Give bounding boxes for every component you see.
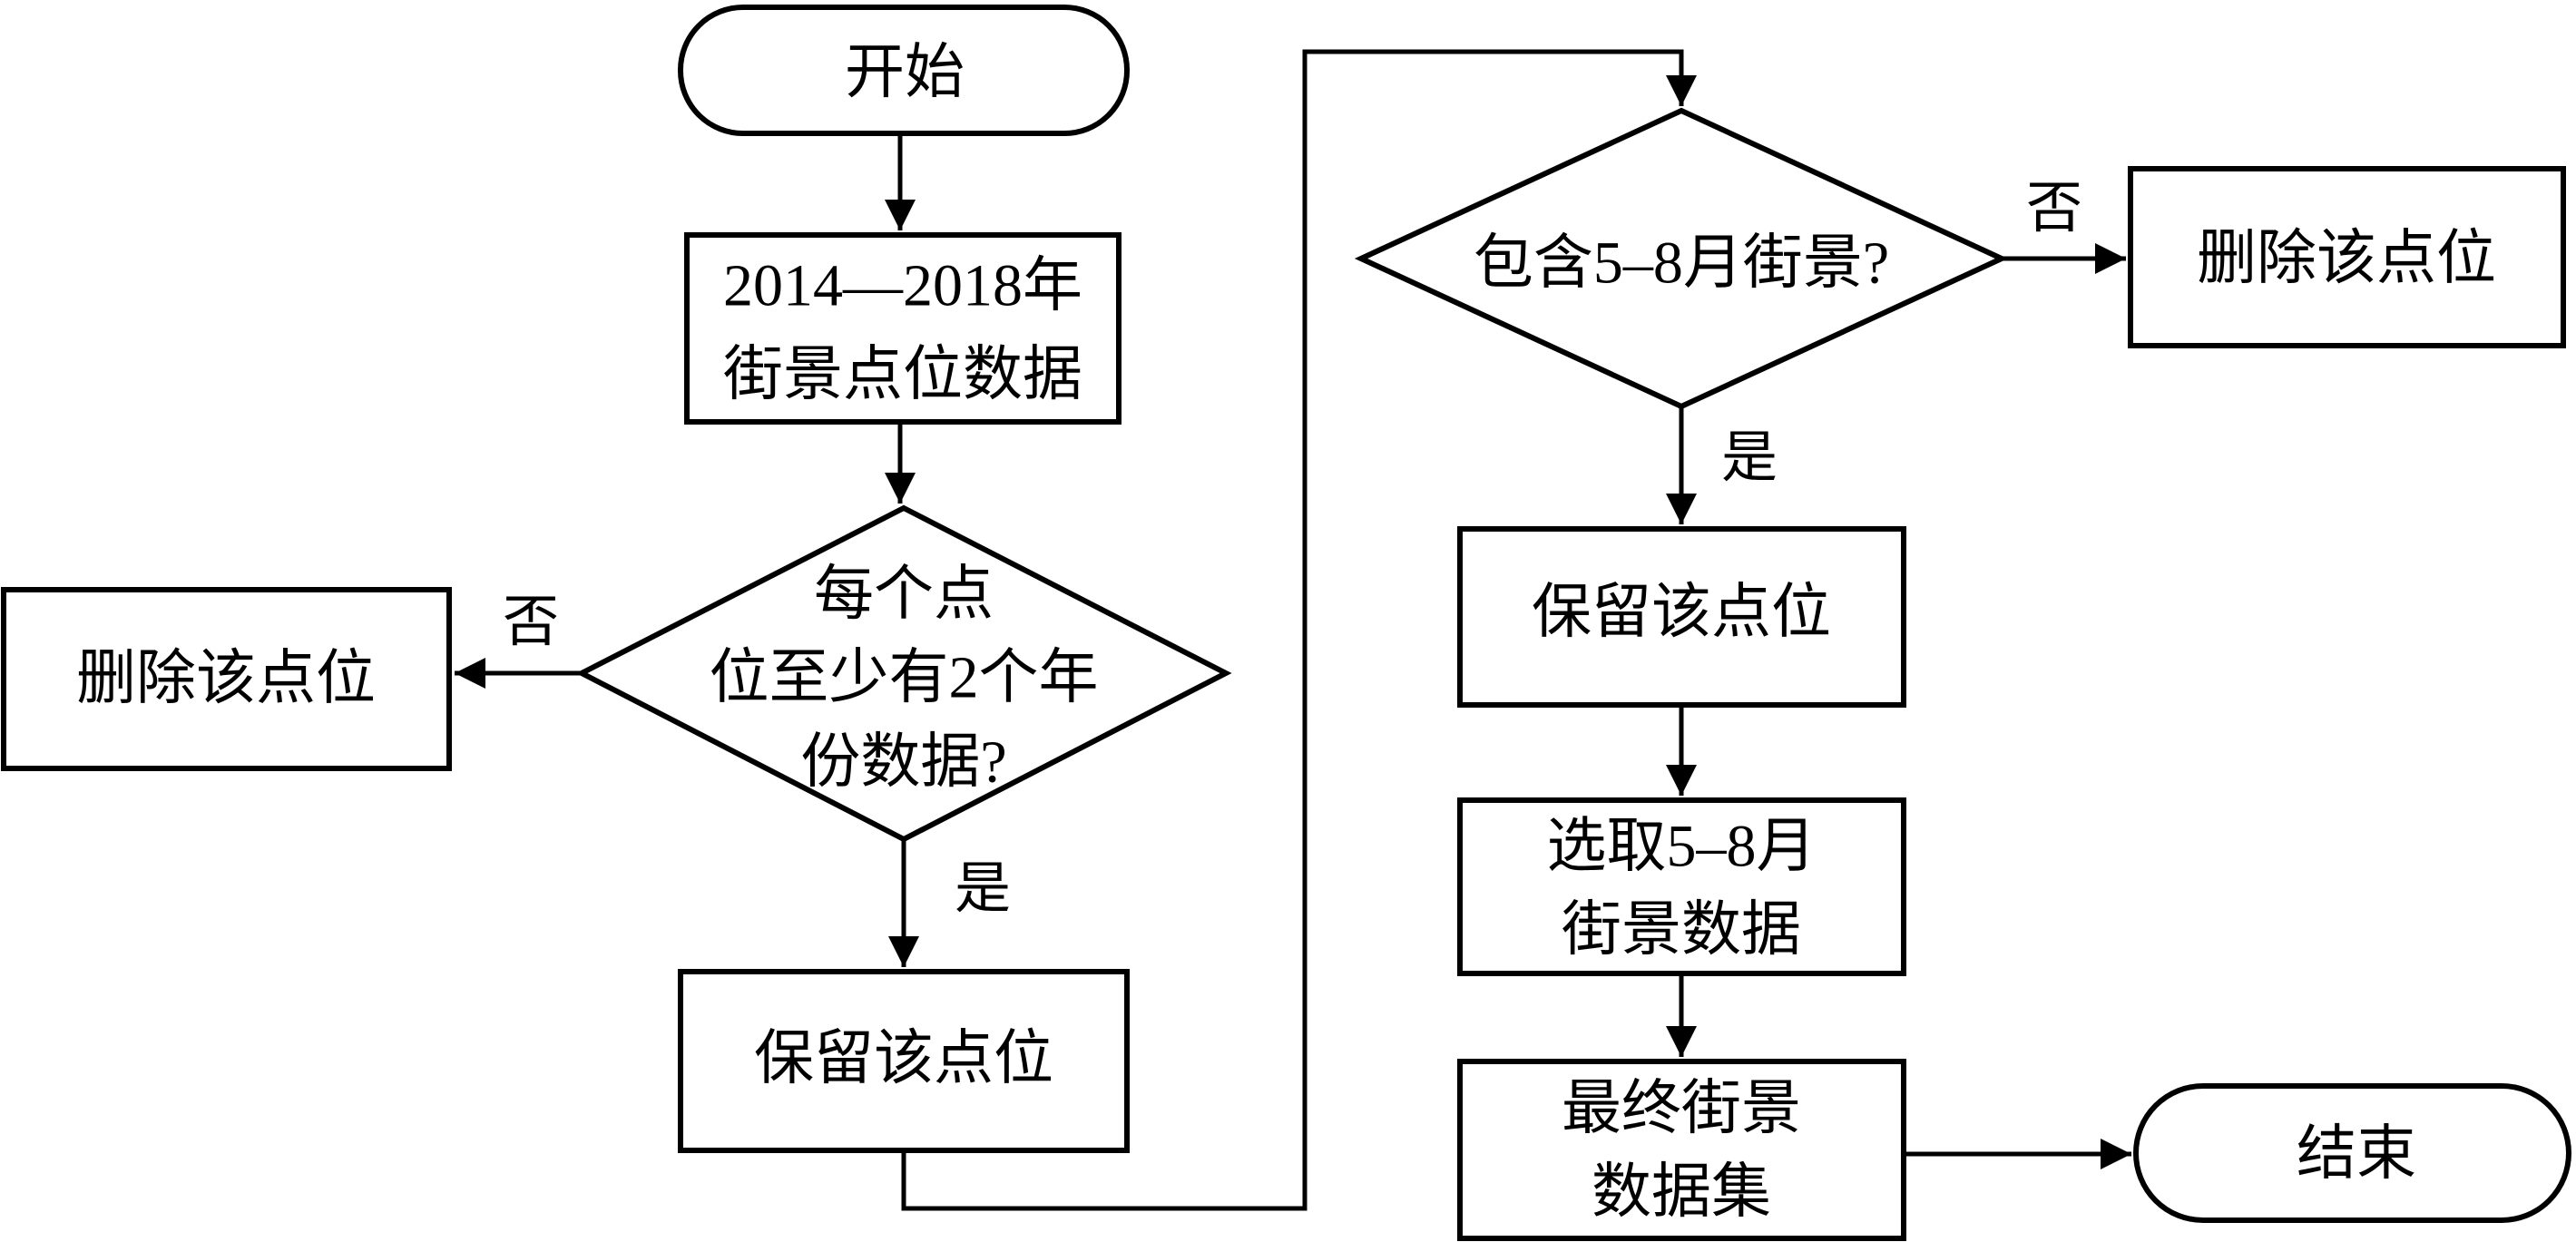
node-keep-point-left-label: 保留该点位: [754, 1026, 1053, 1092]
node-start-label: 开始: [845, 40, 965, 106]
node-decision-months-diamond: [1354, 107, 2009, 410]
node-delete-point-left-box: [1, 587, 452, 771]
node-keep-point-left-box: [678, 969, 1130, 1153]
node-decision-min-years-line3: 份数据?: [800, 729, 1006, 796]
node-keep-point-right-box: [1457, 526, 1906, 708]
edge-label-months-yes: 是: [1721, 427, 1778, 489]
node-delete-point-right-box: [2128, 166, 2566, 348]
node-select-months-line2: 街景数据: [1562, 897, 1801, 963]
node-delete-point-right-label: 删除该点位: [2197, 226, 2496, 292]
node-start-terminator: [678, 5, 1130, 136]
edge-label-months-no: 否: [2026, 178, 2082, 240]
node-source-data-line1: 2014—2018年: [723, 253, 1082, 319]
node-final-dataset-box: [1457, 1059, 1906, 1241]
edge-label-min-years-yes: 是: [955, 858, 1011, 920]
edge-label-min-years-no: 否: [503, 592, 559, 653]
node-keep-point-right-label: 保留该点位: [1532, 580, 1831, 646]
node-decision-min-years-diamond: [575, 504, 1232, 843]
edge-keep-left-to-decision-months: [901, 49, 1697, 1211]
node-source-data-line2: 街景点位数据: [723, 342, 1082, 408]
node-select-months-box: [1457, 797, 1906, 976]
node-final-dataset-line2: 数据集: [1592, 1159, 1771, 1226]
node-decision-min-years-line2: 位至少有2个年: [710, 645, 1099, 711]
node-end-label: 结束: [2297, 1121, 2416, 1188]
node-select-months-line1: 选取5–8月: [1547, 814, 1817, 880]
node-decision-min-years-line1: 每个点: [814, 562, 994, 628]
node-end-terminator: [2133, 1083, 2571, 1223]
node-delete-point-left-label: 删除该点位: [76, 646, 376, 712]
node-decision-months-label: 包含5–8月街景?: [1474, 230, 1889, 297]
node-source-data-box: [684, 232, 1121, 425]
node-final-dataset-line1: 最终街景: [1562, 1076, 1801, 1142]
